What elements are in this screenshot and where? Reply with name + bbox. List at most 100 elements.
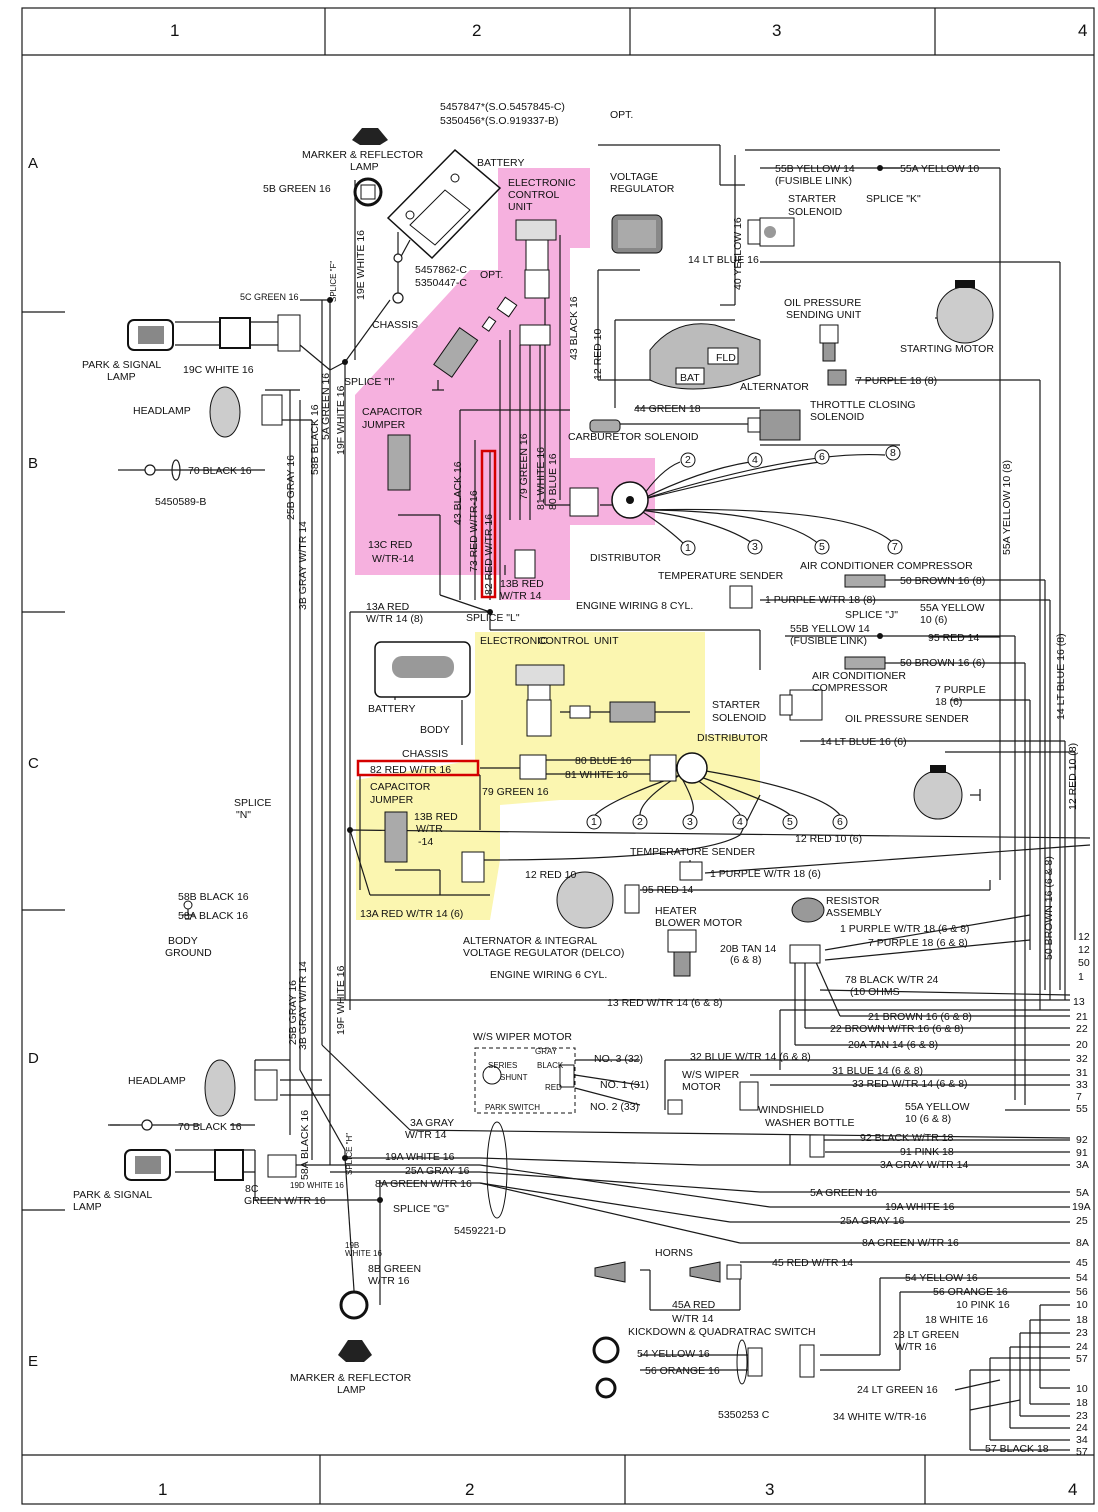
col-label-3: 3 bbox=[772, 21, 781, 40]
col-label-4-bottom: 4 bbox=[1068, 1480, 1077, 1499]
label-y55a: 55A YELLOW 10 bbox=[900, 163, 979, 175]
label-splice-h: SPLICE "H" bbox=[345, 1133, 354, 1175]
label-cap-jumper: CAPACITOR bbox=[362, 406, 423, 418]
yellow-region-6cyl bbox=[356, 632, 760, 920]
label-y55b2: 55B YELLOW 14 bbox=[790, 623, 870, 635]
voltage-regulator bbox=[611, 214, 663, 254]
label-g58: 5B GREEN 16 bbox=[263, 183, 331, 195]
label-br50-v: 50 BROWN 16 (6 & 8) bbox=[1043, 856, 1055, 960]
label-shunt: SHUNT bbox=[500, 1073, 528, 1082]
marker-lamp-top bbox=[352, 128, 388, 207]
term-5: 5 bbox=[819, 541, 825, 553]
label-kickdown: KICKDOWN & QUADRATRAC SWITCH bbox=[628, 1326, 816, 1338]
label-b58a2: 58A BLACK 16 bbox=[299, 1110, 311, 1180]
label-splice-k: SPLICE "K" bbox=[866, 193, 921, 205]
label-distributor: DISTRIBUTOR bbox=[590, 552, 661, 564]
edge-57b: 57 bbox=[1076, 1446, 1088, 1458]
label-opt2-part1: 5457862-C bbox=[415, 264, 467, 276]
edge-32: 32 bbox=[1076, 1053, 1088, 1065]
label-b58a: 58A BLACK 16 bbox=[178, 910, 248, 922]
label-y55a4: 55A YELLOW bbox=[905, 1101, 970, 1113]
label-t20b: 20B TAN 14 bbox=[720, 943, 776, 955]
label-fld: FLD bbox=[716, 352, 736, 364]
label-r12: 12 RED 10 bbox=[592, 328, 604, 380]
label-ws-wiper: W/S WIPER MOTOR bbox=[473, 1031, 572, 1043]
label-y55a3: 10 (6) bbox=[920, 614, 947, 626]
edge-92: 92 bbox=[1076, 1134, 1088, 1146]
label-wtr14b: W/TR 14 bbox=[500, 590, 542, 602]
labels: 5457847*(S.O.5457845-C) 5350456*(S.O.919… bbox=[73, 101, 1049, 1455]
label-splice-l: SPLICE "L" bbox=[466, 612, 520, 624]
label-g3a: 3A GRAY W/TR 14 bbox=[880, 1159, 968, 1171]
label-starter-sol: STARTER bbox=[788, 193, 836, 205]
label-lamp2: LAMP bbox=[107, 371, 136, 383]
label-oil-sender: OIL PRESSURE SENDER bbox=[845, 713, 969, 725]
label-bl31: 31 BLUE 14 (6 & 8) bbox=[832, 1065, 923, 1077]
label-r13a2: W/TR 14 (8) bbox=[366, 613, 423, 625]
oil-pressure-sending-unit bbox=[819, 324, 847, 386]
label-g8c: 8C bbox=[245, 1183, 259, 1195]
terminal-numbers: 2 4 6 8 1 3 5 7 1 2 3 4 5 6 bbox=[591, 447, 898, 828]
label-r12d: 12 RED 10 (6) bbox=[795, 833, 862, 845]
label-washer: WINDSHIELD bbox=[758, 1104, 824, 1116]
label-y54b: 54 YELLOW 16 bbox=[905, 1272, 978, 1284]
edge-10b: 10 bbox=[1076, 1383, 1088, 1395]
label-w19b: 19B bbox=[345, 1241, 359, 1250]
label-no2: NO. 2 (33) bbox=[590, 1101, 639, 1113]
edge-22: 22 bbox=[1076, 1023, 1088, 1035]
alternator-8cyl bbox=[649, 323, 761, 390]
label-r82: 82 RED W/TR 16 bbox=[483, 514, 495, 595]
label-ws-wiper3: MOTOR bbox=[682, 1081, 721, 1093]
label-w34: 34 WHITE W/TR-16 bbox=[833, 1411, 927, 1423]
label-w19d: 19D WHITE 16 bbox=[290, 1181, 344, 1190]
label-r12-v: 12 RED 10 (8) bbox=[1067, 743, 1079, 810]
term6-1: 1 bbox=[591, 816, 597, 828]
label-bl80b: 80 BLUE 16 bbox=[575, 755, 632, 767]
label-r13: 13 RED W/TR 14 (6 & 8) bbox=[607, 997, 723, 1009]
label-t20b2: (6 & 8) bbox=[730, 954, 762, 966]
label-y54: 54 YELLOW 16 bbox=[637, 1348, 710, 1360]
col-label-2: 2 bbox=[472, 21, 481, 40]
label-series: SERIES bbox=[488, 1061, 517, 1070]
ac-compressor-6cyl bbox=[844, 656, 886, 670]
label-sending: SENDING UNIT bbox=[786, 309, 862, 321]
label-w19f-2: 19F WHITE 16 bbox=[335, 965, 347, 1035]
term-3: 3 bbox=[752, 541, 758, 553]
battery-6cyl bbox=[374, 641, 471, 698]
edge-18: 18 bbox=[1076, 1314, 1088, 1326]
label-lamp: LAMP bbox=[350, 161, 379, 173]
distributor-6cyl bbox=[519, 752, 708, 784]
label-g3b-2: 3B GRAY W/TR 14 bbox=[297, 961, 309, 1050]
label-y55a2: 55A YELLOW bbox=[920, 602, 985, 614]
label-ac-comp2: AIR CONDITIONER bbox=[812, 670, 906, 682]
label-no1: NO. 1 (31) bbox=[600, 1079, 649, 1091]
washer-connector bbox=[809, 1134, 825, 1158]
label-resistor2: ASSEMBLY bbox=[826, 907, 882, 919]
label-b78: 78 BLACK W/TR 24 bbox=[845, 974, 939, 986]
label-p7b2: 18 (6) bbox=[935, 696, 962, 708]
edge-12b: 12 bbox=[1078, 944, 1090, 956]
label-bl80: 80 BLUE 16 bbox=[547, 453, 559, 510]
label-br22: 22 BROWN W/TR 16 (6 & 8) bbox=[830, 1023, 964, 1035]
label-r45a: 45A RED bbox=[672, 1299, 716, 1311]
label-o56b: 56 ORANGE 16 bbox=[933, 1286, 1008, 1298]
row-label-e: E bbox=[28, 1353, 38, 1370]
label-headlamp-2: HEADLAMP bbox=[128, 1075, 186, 1087]
edge-7: 7 bbox=[1076, 1091, 1082, 1103]
edge-31: 31 bbox=[1076, 1067, 1088, 1079]
label-pk91: 91 PINK 18 bbox=[900, 1146, 954, 1158]
label-chassis-6: CHASSIS bbox=[402, 748, 448, 760]
label-opt-part1: 5457847*(S.O.5457845-C) bbox=[440, 101, 565, 113]
label-wtrc: W/TR bbox=[416, 823, 443, 835]
label-b70-2: 70 BLACK 16 bbox=[178, 1121, 242, 1133]
label-r13a: 13A RED bbox=[366, 601, 410, 613]
highlight-82-red-6cyl bbox=[356, 759, 480, 777]
label-g25a2: 25A GRAY 16 bbox=[840, 1215, 905, 1227]
label-ecu3: UNIT bbox=[508, 201, 533, 213]
edge-34: 34 bbox=[1076, 1434, 1088, 1446]
label-lg23b: W/TR 16 bbox=[895, 1341, 937, 1353]
edge-1: 1 bbox=[1078, 971, 1084, 983]
label-heater2: BLOWER MOTOR bbox=[655, 917, 743, 929]
label-w19c: 19C WHITE 16 bbox=[183, 364, 254, 376]
col-label-3-bottom: 3 bbox=[765, 1480, 774, 1499]
